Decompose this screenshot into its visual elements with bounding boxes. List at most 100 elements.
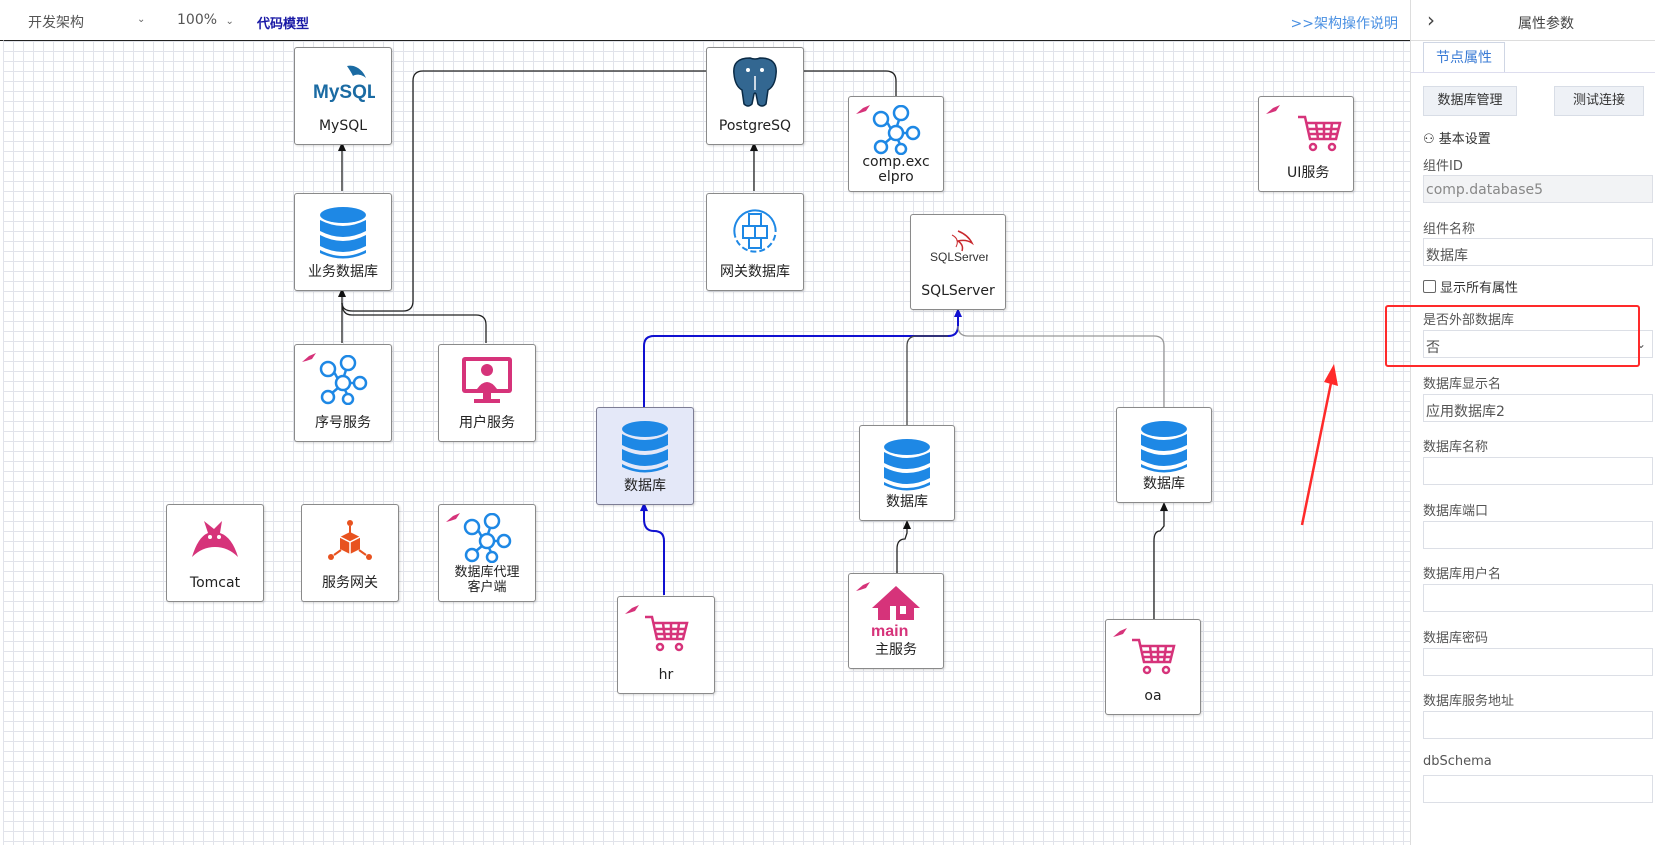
architecture-select[interactable]: 开发架构 ⌄ bbox=[28, 12, 145, 32]
user-icon: ⚇ bbox=[1423, 132, 1435, 147]
node-label: 数据库 bbox=[886, 494, 928, 510]
db-address-field[interactable] bbox=[1423, 711, 1653, 739]
db-schema-field[interactable] bbox=[1423, 775, 1653, 803]
node-db-proxy-client[interactable]: 数据库代理 客户端 bbox=[438, 504, 536, 602]
bird-badge-icon bbox=[1265, 101, 1281, 120]
chevron-right-icon[interactable]: › bbox=[1427, 8, 1435, 32]
node-mysql[interactable]: MySQL MySQL bbox=[294, 47, 392, 145]
node-label: MySQL bbox=[318, 118, 368, 134]
checkbox-box[interactable] bbox=[1423, 280, 1436, 293]
node-ui-service[interactable]: UI服务 bbox=[1258, 96, 1354, 192]
properties-panel: › 属性参数 节点属性 数据库管理 测试连接 ⚇ 基本设置 组件ID comp.… bbox=[1410, 0, 1655, 845]
test-connection-button[interactable]: 测试连接 bbox=[1554, 86, 1644, 116]
svg-text:MySQL: MySQL bbox=[313, 82, 375, 103]
sqlserver-logo-icon: SQLServer bbox=[928, 229, 989, 273]
node-label: comp.exc elpro bbox=[849, 155, 943, 185]
node-user-service[interactable]: 用户服务 bbox=[438, 344, 536, 442]
edge-businessdb-postgres bbox=[341, 70, 897, 312]
diagram-canvas[interactable]: MySQL MySQL 业务数据库 序号服务 bbox=[3, 41, 1410, 845]
node-tomcat[interactable]: Tomcat bbox=[166, 504, 264, 602]
bird-badge-icon bbox=[301, 349, 317, 368]
top-toolbar: 开发架构 ⌄ 100% ⌄ 代码模型 >>架构操作说明 bbox=[0, 0, 1410, 41]
node-label: 服务网关 bbox=[322, 575, 378, 591]
node-oa[interactable]: oa bbox=[1105, 619, 1201, 715]
annotation-arrow bbox=[1300, 364, 1338, 526]
node-database-right[interactable]: 数据库 bbox=[1116, 407, 1212, 503]
gateway-cube-icon bbox=[325, 519, 375, 567]
database-icon bbox=[318, 206, 368, 266]
db-address-label: 数据库服务地址 bbox=[1423, 694, 1515, 709]
chevron-down-icon: ⌄ bbox=[1635, 337, 1646, 351]
code-model-link[interactable]: 代码模型 bbox=[257, 17, 310, 32]
zoom-select-value: 100% bbox=[177, 12, 218, 28]
node-label: 序号服务 bbox=[315, 415, 371, 431]
node-label-line1: comp.exc bbox=[862, 154, 930, 170]
tomcat-logo-icon bbox=[188, 519, 242, 563]
db-name-field[interactable] bbox=[1423, 457, 1653, 485]
edge-middb-sqlserver bbox=[906, 335, 948, 425]
node-label: 数据库 bbox=[1143, 476, 1185, 492]
component-id-label: 组件ID bbox=[1423, 159, 1463, 174]
panel-title: 属性参数 bbox=[1518, 16, 1574, 32]
tab-divider bbox=[1411, 72, 1655, 73]
db-user-label: 数据库用户名 bbox=[1423, 567, 1502, 582]
node-database-mid[interactable]: 数据库 bbox=[859, 425, 955, 521]
bird-badge-icon bbox=[445, 509, 461, 528]
node-label: 用户服务 bbox=[459, 415, 515, 431]
node-seq-service[interactable]: 序号服务 bbox=[294, 344, 392, 442]
node-business-db[interactable]: 业务数据库 bbox=[294, 193, 392, 291]
node-gateway-db[interactable]: 网关数据库 bbox=[706, 193, 804, 291]
db-port-field[interactable] bbox=[1423, 521, 1653, 549]
node-comp-excelpro[interactable]: comp.exc elpro bbox=[848, 96, 944, 192]
node-label-line2: elpro bbox=[878, 169, 914, 185]
svg-text:SQLServer: SQLServer bbox=[930, 250, 988, 264]
postgresql-elephant-icon bbox=[728, 54, 782, 112]
database-icon bbox=[1139, 420, 1189, 480]
node-hr[interactable]: hr bbox=[617, 596, 715, 694]
basic-settings-heading: ⚇ 基本设置 bbox=[1423, 128, 1491, 147]
database-icon bbox=[620, 420, 670, 480]
external-db-label: 是否外部数据库 bbox=[1423, 313, 1515, 328]
db-user-field[interactable] bbox=[1423, 584, 1653, 612]
db-port-label: 数据库端口 bbox=[1423, 504, 1489, 519]
node-label: SQLServer bbox=[921, 283, 995, 299]
main-house-icon: main bbox=[868, 582, 924, 642]
svg-text:main: main bbox=[871, 623, 908, 638]
external-db-select[interactable]: 否 ⌄ bbox=[1423, 330, 1653, 358]
panel-header: › 属性参数 bbox=[1411, 0, 1655, 41]
architecture-select-value: 开发架构 bbox=[28, 15, 84, 31]
node-label-line1: 数据库代理 bbox=[454, 565, 520, 580]
tab-node-properties[interactable]: 节点属性 bbox=[1423, 42, 1505, 73]
edge-selecteddb-sqlserver bbox=[643, 311, 959, 407]
node-label: Tomcat bbox=[189, 575, 241, 591]
cubes-circle-icon bbox=[727, 206, 783, 260]
shopping-cart-icon bbox=[1296, 113, 1342, 157]
edge-hr-selecteddb bbox=[643, 505, 665, 595]
db-display-name-field[interactable]: 应用数据库2 bbox=[1423, 394, 1653, 422]
architecture-help-link[interactable]: >>架构操作说明 bbox=[1290, 16, 1398, 32]
db-password-field[interactable] bbox=[1423, 648, 1653, 676]
node-label: hr bbox=[658, 667, 674, 683]
mysql-logo-icon: MySQL bbox=[311, 62, 379, 108]
db-name-label: 数据库名称 bbox=[1423, 440, 1489, 455]
db-display-name-label: 数据库显示名 bbox=[1423, 377, 1502, 392]
node-sqlserver[interactable]: SQLServer SQLServer bbox=[910, 214, 1006, 310]
node-label: oa bbox=[1144, 688, 1162, 704]
edge-layer bbox=[338, 70, 1168, 619]
zoom-select[interactable]: 100% ⌄ bbox=[177, 12, 234, 28]
node-postgresql[interactable]: PostgreSQ bbox=[706, 47, 804, 145]
edge-user-businessdb bbox=[341, 302, 487, 343]
show-all-props-checkbox[interactable]: 显示所有属性 bbox=[1423, 277, 1518, 296]
component-name-field[interactable]: 数据库 bbox=[1423, 238, 1653, 266]
component-network-icon bbox=[871, 104, 921, 159]
node-label-line2: 客户端 bbox=[467, 580, 507, 595]
external-db-value: 否 bbox=[1426, 340, 1440, 356]
show-all-props-label: 显示所有属性 bbox=[1440, 281, 1519, 296]
node-service-gateway[interactable]: 服务网关 bbox=[301, 504, 399, 602]
db-manage-button[interactable]: 数据库管理 bbox=[1423, 86, 1517, 116]
node-database-selected[interactable]: 数据库 bbox=[596, 407, 694, 505]
node-main-service[interactable]: main 主服务 bbox=[848, 573, 944, 669]
db-schema-label: dbSchema bbox=[1423, 754, 1492, 769]
highlight-box bbox=[1385, 305, 1640, 367]
component-name-label: 组件名称 bbox=[1423, 222, 1476, 237]
